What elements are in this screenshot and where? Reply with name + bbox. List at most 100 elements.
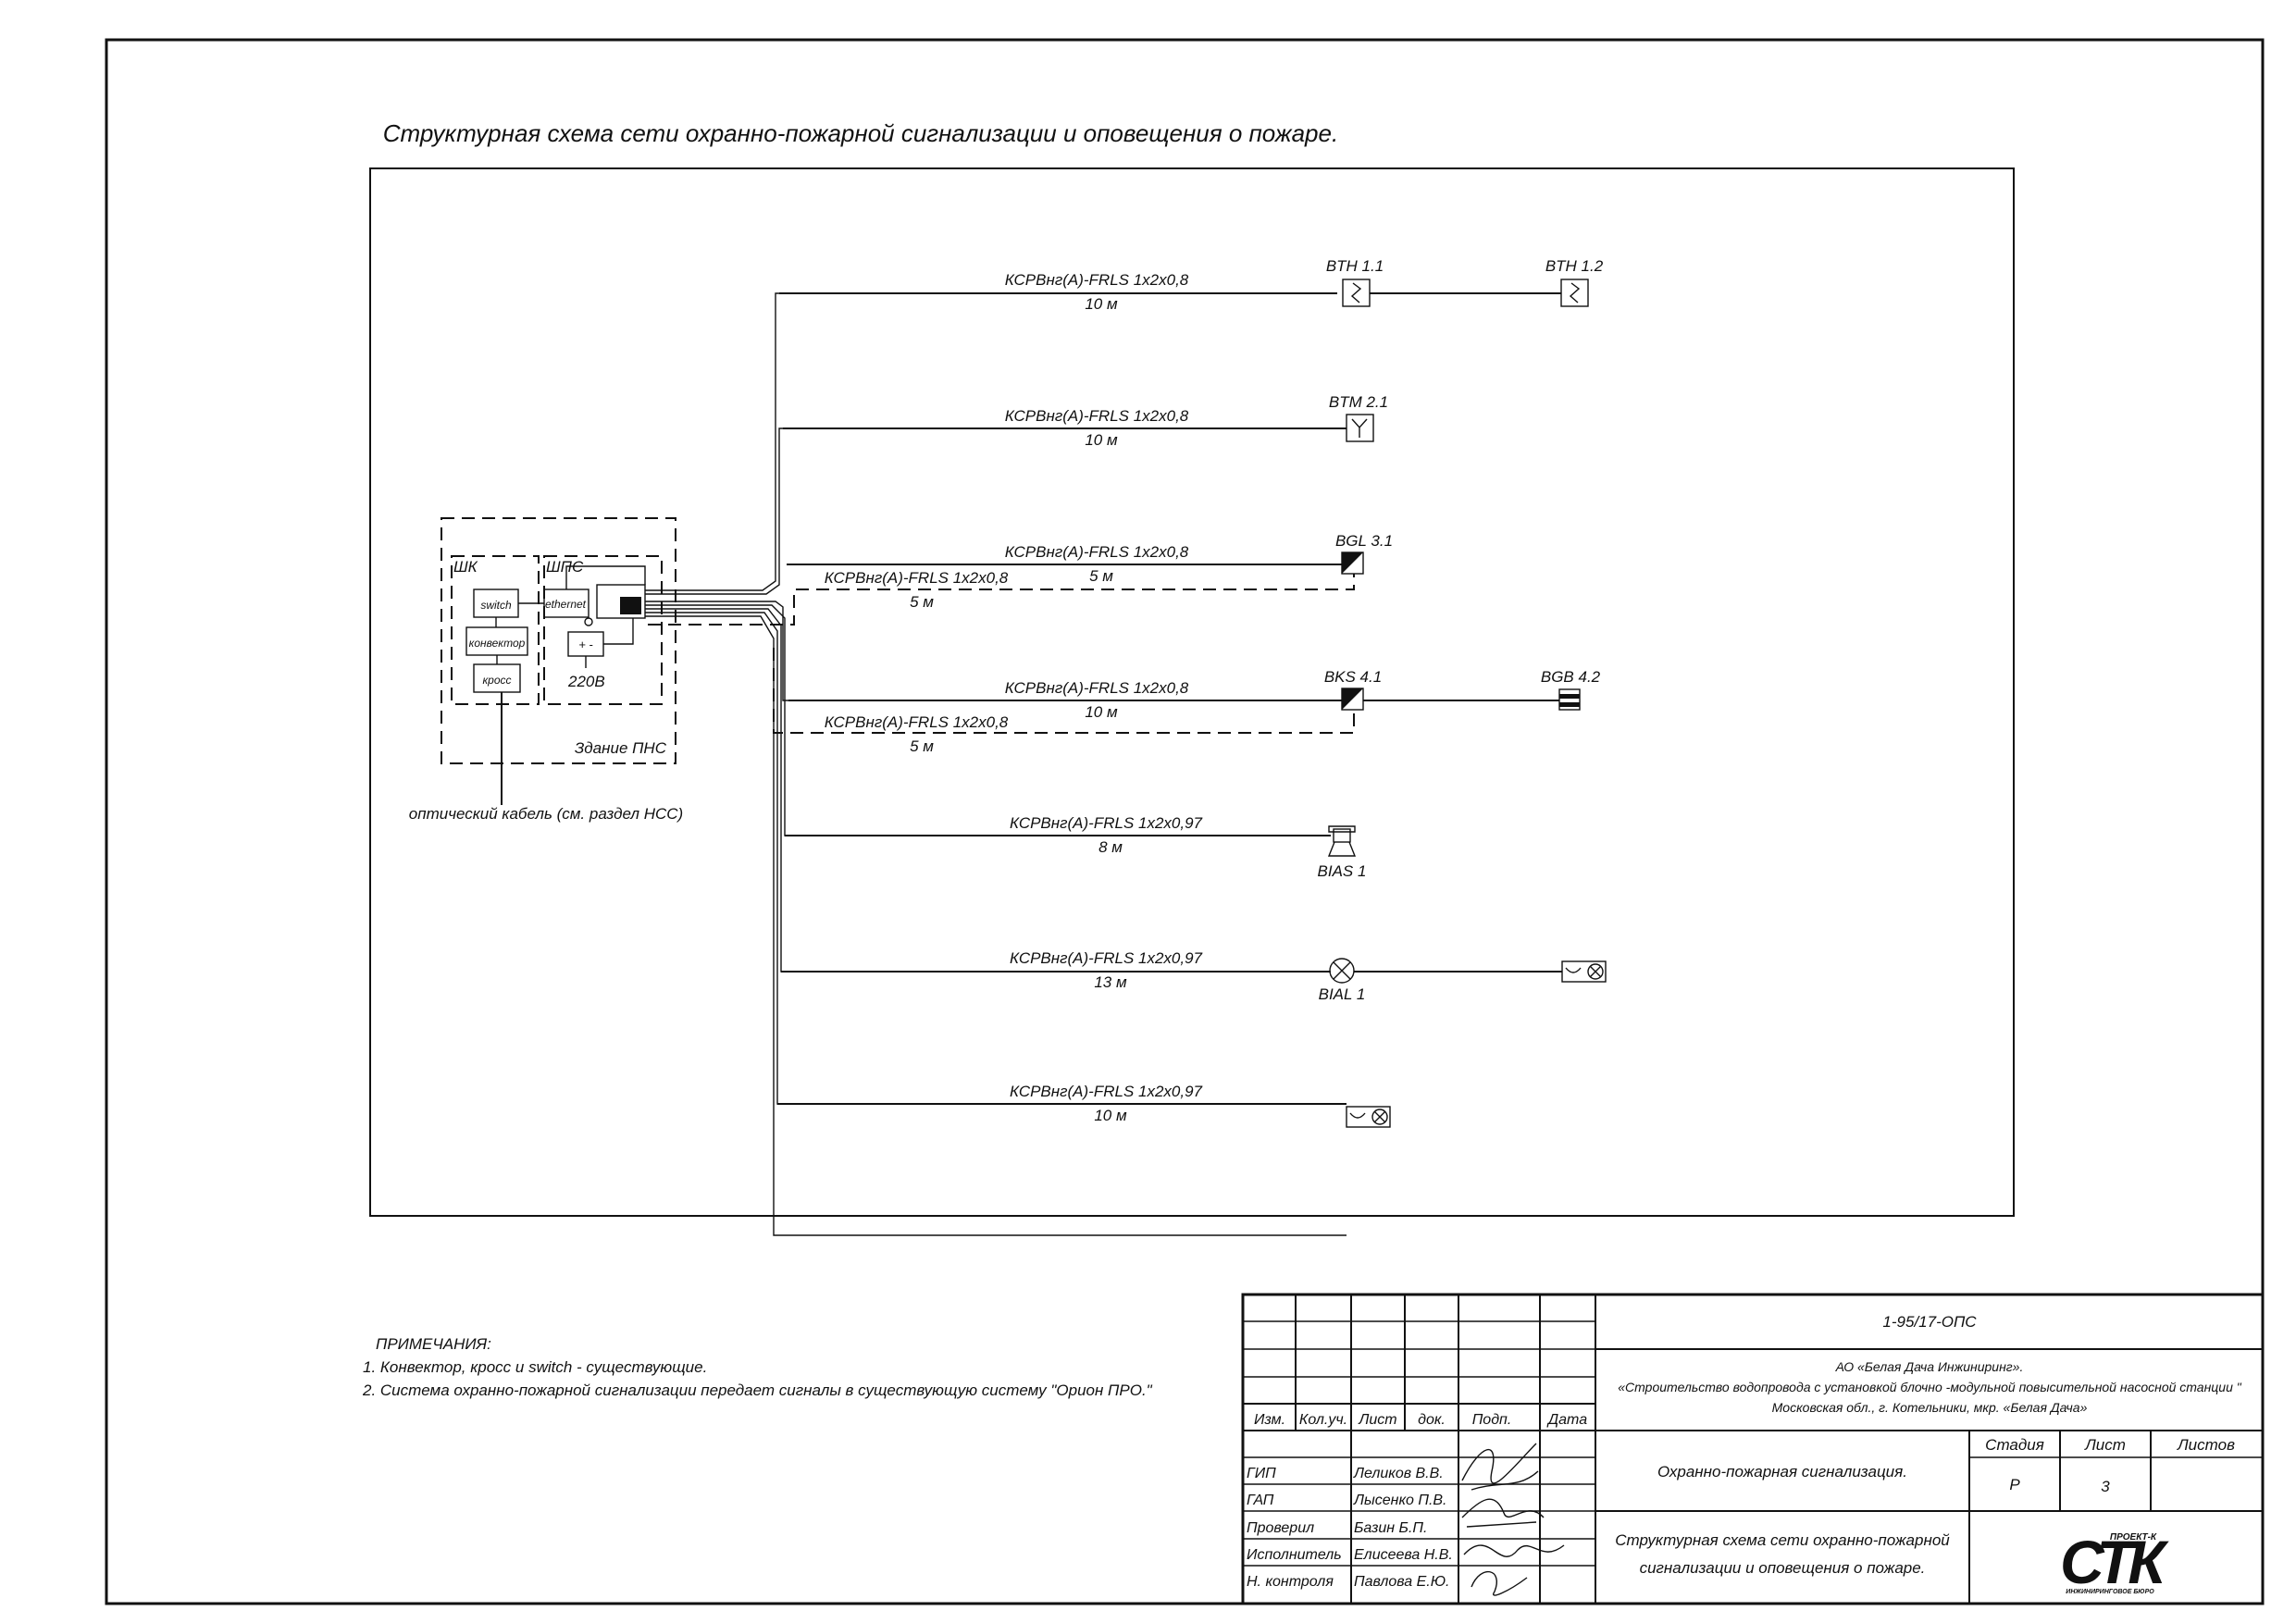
notes-heading: ПРИМЕЧАНИЯ: (376, 1335, 491, 1353)
logo-bottom-text: ИНЖИНИРИНГОВОЕ БЮРО (2066, 1589, 2154, 1595)
exit-sign-1-arc (1565, 967, 1582, 973)
switch-label: switch (480, 599, 512, 612)
bgb-4-2-bar-2 (1559, 702, 1580, 707)
logo-top-text: ПРОЕКТ-К (2110, 1532, 2157, 1542)
bks-4-1-fill (1342, 688, 1363, 710)
ethernet-label: ethernet (545, 598, 587, 611)
bgb-4-2-label: BGB 4.2 (1541, 668, 1601, 686)
cable-bundle (645, 292, 1347, 1236)
company-logo: СТК ПРОЕКТ-К ИНЖИНИРИНГОВОЕ БЮРО (2060, 1528, 2175, 1596)
line2-cable: КСРВнг(А)-FRLS 1x2x0,8 (1005, 407, 1189, 425)
bias-1-base (1327, 841, 1357, 857)
role-gip: ГИП (1247, 1466, 1276, 1481)
sheet-value: 3 (2101, 1478, 2110, 1495)
title-block-frame (1241, 1293, 2265, 1605)
name-gip: Леликов В.В. (1353, 1466, 1444, 1481)
optic-cable-label: оптический кабель (см. раздел НСС) (409, 805, 683, 823)
bth-1-2-symbol (1569, 282, 1581, 304)
note-2: 2. Система охранно-пожарной сигнализации… (363, 1381, 1152, 1399)
bgl-3-1-label: BGL 3.1 (1335, 532, 1393, 550)
customer: АО «Белая Дача Инжиниринг». (1835, 1359, 2024, 1374)
line4b-length: 5 м (910, 737, 934, 755)
signature-3 (1463, 1544, 1565, 1557)
line6-cable: КСРВнг(А)-FRLS 1x2x0,97 (1010, 949, 1203, 967)
btm-2-1-symbol (1351, 418, 1368, 438)
shk-cabinet (451, 555, 540, 705)
note-1: 1. Конвектор, кросс и switch - существую… (363, 1358, 708, 1376)
line1-cable: КСРВнг(А)-FRLS 1x2x0,8 (1005, 271, 1189, 289)
line2-length: 10 м (1085, 431, 1118, 449)
bth-1-1-label: BTH 1.1 (1326, 257, 1384, 275)
sheets-label: Листов (2177, 1436, 2235, 1454)
line3-length: 5 м (1089, 567, 1113, 585)
converter-label: конвектор (469, 637, 526, 650)
role-gap: ГАП (1247, 1493, 1274, 1508)
notes-block: ПРИМЕЧАНИЯ: 1. Конвектор, кросс и switch… (363, 1332, 1152, 1402)
building-label: Здание ПНС (575, 739, 667, 757)
bks-4-1-label: BKS 4.1 (1324, 668, 1382, 686)
signature-1 (1461, 1443, 1539, 1491)
shps-cabinet (543, 555, 663, 705)
line3-cable: КСРВнг(А)-FRLS 1x2x0,8 (1005, 543, 1189, 561)
stage-label: Стадия (1985, 1436, 2044, 1454)
col-data: Дата (1546, 1412, 1587, 1428)
link-power-controller (603, 618, 634, 645)
project-location: Московская обл., г. Котельники, мкр. «Бе… (1772, 1400, 2088, 1415)
name-nkontr: Павлова Е.Ю. (1354, 1574, 1450, 1590)
bundle-wire-7 (645, 612, 1328, 1105)
sheet-label: Лист (2084, 1436, 2126, 1454)
line6-length: 13 м (1094, 973, 1127, 991)
bgl-3-1-fill (1342, 552, 1363, 574)
bial-1-label: BIAL 1 (1319, 985, 1366, 1003)
diagram-frame (369, 167, 2015, 1217)
role-exec: Исполнитель (1247, 1547, 1342, 1563)
bgb-4-2-bar-1 (1559, 694, 1580, 699)
exit-sign-2-arc (1349, 1112, 1366, 1119)
line4b-cable: КСРВнг(А)-FRLS 1x2x0,8 (825, 713, 1009, 731)
stage-value: Р (2009, 1476, 2020, 1493)
bth-1-2-icon (1560, 279, 1589, 307)
building-pns: ШК ШПС switch конвектор кросс ethernet +… (409, 517, 683, 823)
doc-code: 1-95/17-ОПС (1882, 1313, 1977, 1331)
shps-label: ШПС (546, 558, 584, 576)
terminal-node (584, 617, 593, 626)
bias-1-icon (1333, 828, 1351, 843)
bias-1-label: BIAS 1 (1318, 862, 1367, 880)
title-block: Изм. Кол.уч. Лист док. Подп. Дата ГИП Ле… (1241, 1293, 2265, 1605)
power-terminals: + - (578, 638, 593, 651)
exit-sign-1-icon (1561, 960, 1607, 983)
col-doc: док. (1418, 1412, 1446, 1428)
line3b-length: 5 м (910, 593, 934, 611)
cross-label: кросс (482, 674, 511, 687)
exit-sign-1-lamp (1587, 963, 1604, 980)
controller-block (620, 597, 641, 614)
bth-1-2-label: BTH 1.2 (1545, 257, 1604, 275)
name-check: Базин Б.П. (1354, 1520, 1427, 1536)
role-check: Проверил (1247, 1520, 1314, 1536)
building-outline (441, 517, 676, 764)
line4-cable: КСРВнг(А)-FRLS 1x2x0,8 (1005, 679, 1189, 697)
name-exec: Елисеева Н.В. (1354, 1547, 1453, 1563)
bundle-wire-1 (645, 292, 1333, 591)
exit-sign-2-cross (1373, 1110, 1386, 1123)
bias-1-horn (1328, 825, 1356, 833)
line5-length: 8 м (1098, 838, 1123, 856)
line7-cable: КСРВнг(А)-FRLS 1x2x0,97 (1010, 1083, 1203, 1100)
line-bks-dashed (773, 648, 1355, 734)
line3b-cable: КСРВнг(А)-FRLS 1x2x0,8 (825, 569, 1009, 587)
power-label: 220В (567, 673, 605, 690)
sheet-frame (105, 38, 2265, 1605)
bial-1-cross (1333, 961, 1351, 980)
exit-sign-1-cross (1589, 965, 1602, 978)
btm-2-1-label: BTM 2.1 (1329, 393, 1388, 411)
signature-2 (1461, 1498, 1545, 1528)
link-ethernet-controller (565, 565, 646, 589)
drawing-title-line-2: сигнализации и оповещения о пожаре. (1640, 1559, 1926, 1577)
project-name: «Строительство водопровода с установкой … (1618, 1380, 2242, 1394)
line5-cable: КСРВнг(А)-FRLS 1x2x0,97 (1010, 814, 1203, 832)
bundle-wire-8 (645, 615, 1347, 1236)
role-nkontr: Н. контроля (1247, 1574, 1334, 1590)
logo-mark: СТК (2060, 1528, 2169, 1596)
line7-length: 10 м (1094, 1107, 1127, 1124)
bth-1-1-symbol (1350, 282, 1362, 304)
